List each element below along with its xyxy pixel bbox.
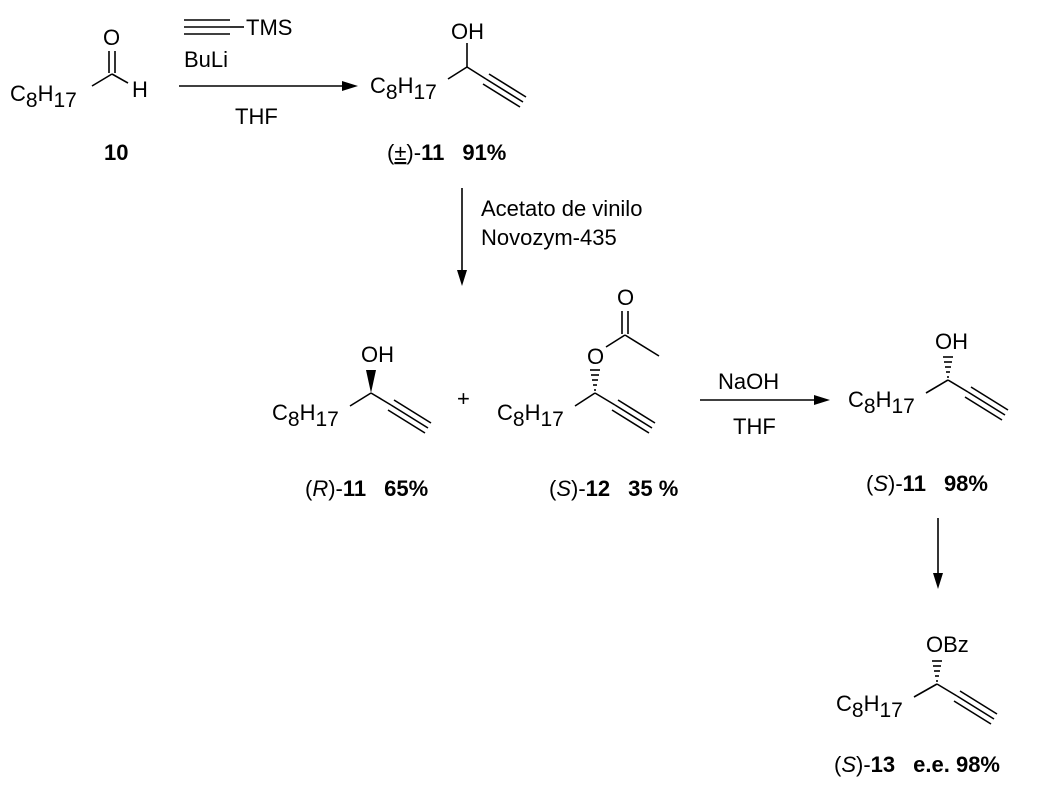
step3-arrow-head xyxy=(814,395,830,405)
c11s-alkyl-group: C8H17 xyxy=(848,387,915,418)
c12s-bond-alkyl xyxy=(574,392,596,407)
c12s-triple-b xyxy=(617,399,656,424)
step1-arrow-head xyxy=(342,81,358,91)
c11s-triple-b xyxy=(970,386,1009,411)
c13s-benzoate: OBz xyxy=(926,632,969,657)
c11r-bond-alkyne xyxy=(370,392,392,406)
c11s-triple-a xyxy=(967,391,1006,416)
c13s-hashed-bond-obz xyxy=(932,660,942,682)
c12s-bond-alkyne xyxy=(594,392,616,406)
c11r-wedge-bond-oh xyxy=(366,370,376,393)
c10-alkyl-group: C8H17 xyxy=(10,81,77,112)
c10-label: 10 xyxy=(104,140,128,165)
reaction-step-1: TMS BuLi THF xyxy=(179,15,358,129)
c13s-bond-alkyl xyxy=(913,683,938,698)
c11rac-bond-alkyne xyxy=(466,66,487,80)
reaction-step-3: NaOH THF xyxy=(700,369,830,439)
c11rac-triple-b xyxy=(488,73,527,98)
c11s-bond-alkyne xyxy=(947,379,969,393)
c11rac-bond-alkyl xyxy=(447,66,468,80)
c10-bond-alkyl-carbonyl xyxy=(91,73,113,87)
c12s-ester-oxygen: O xyxy=(587,344,604,369)
c11r-triple-b xyxy=(393,399,432,424)
c11rac-triple-a xyxy=(485,78,524,103)
c11s-bond-alkyl xyxy=(925,379,949,394)
c13s-triple-b xyxy=(959,690,998,715)
c13s-triple-c xyxy=(953,700,992,725)
c12s-bond-o-carbonyl xyxy=(605,334,626,348)
step1-reagent-buli: BuLi xyxy=(184,47,228,72)
reaction-step-4 xyxy=(933,518,943,589)
c13s-alkyl-group: C8H17 xyxy=(836,691,903,722)
c11s-triple-c xyxy=(964,396,1003,421)
step2-reagent-vinyl-acetate: Acetato de vinilo xyxy=(481,196,642,221)
c11r-hydroxyl: OH xyxy=(361,342,394,367)
c13s-triple-a xyxy=(956,695,995,720)
c10-bond-carbonyl-h xyxy=(111,73,129,84)
compound-10: C8H17 O H 10 xyxy=(10,25,148,165)
step3-solvent: THF xyxy=(733,414,776,439)
step1-solvent: THF xyxy=(235,104,278,129)
c12s-hashed-bond-o xyxy=(590,369,600,391)
step2-reagent-novozym: Novozym-435 xyxy=(481,225,617,250)
plus-sign: + xyxy=(457,386,470,411)
c10-aldehyde-h: H xyxy=(132,77,148,102)
c11rac-alkyl-group: C8H17 xyxy=(370,73,437,104)
step4-arrow-head xyxy=(933,573,943,589)
c11r-alkyl-group: C8H17 xyxy=(272,400,339,431)
c13s-bond-alkyne xyxy=(936,683,958,697)
c11r-triple-c xyxy=(387,409,426,434)
c12s-alkyl-group: C8H17 xyxy=(497,400,564,431)
c11s-hydroxyl: OH xyxy=(935,329,968,354)
c11r-triple-a xyxy=(390,404,429,429)
c12s-bond-carbonyl-methyl xyxy=(624,334,660,357)
c11rac-hydroxyl: OH xyxy=(451,19,484,44)
c12s-triple-c xyxy=(611,409,650,434)
step1-reagent-tms: TMS xyxy=(246,15,292,40)
step2-arrow-head xyxy=(457,270,467,286)
c11r-bond-alkyl xyxy=(349,392,372,407)
reaction-step-2: Acetato de vinilo Novozym-435 xyxy=(457,188,642,286)
c11s-hashed-bond-oh xyxy=(943,356,953,378)
c12s-triple-a xyxy=(614,404,653,429)
step3-reagent-naoh: NaOH xyxy=(718,369,779,394)
c12s-carbonyl-oxygen: O xyxy=(617,285,634,310)
c11rac-triple-c xyxy=(482,83,521,108)
c10-oxygen: O xyxy=(103,25,120,50)
